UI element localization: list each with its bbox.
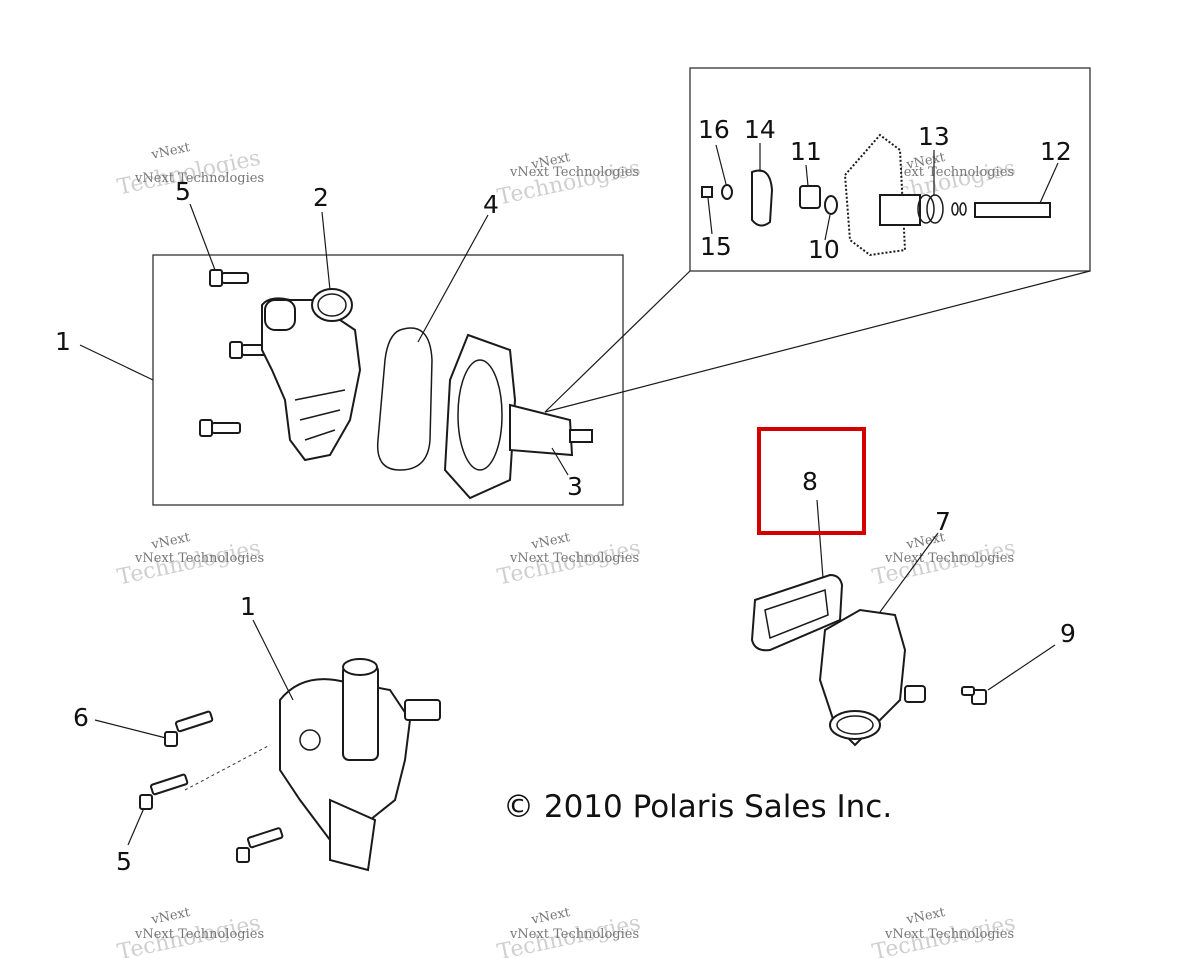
- bolt-icon: [164, 710, 214, 747]
- thermostat-housing: [818, 608, 926, 747]
- highlight-box: [757, 427, 866, 535]
- bolt-icon: [139, 773, 189, 810]
- callout-label: 5: [116, 847, 132, 876]
- watermark-text: vNext: [149, 140, 192, 163]
- watermark-text: vNext Technologies: [884, 551, 1014, 566]
- leader-line: [94, 719, 167, 739]
- gasket: [750, 573, 844, 652]
- watermark: Technologies vNext: [870, 905, 1018, 958]
- assembly-guide-line: [184, 744, 271, 791]
- leader-line: [987, 644, 1056, 691]
- watermark-text: vNext: [149, 905, 192, 928]
- callout-label: 8: [802, 467, 818, 496]
- leader-line: [321, 211, 331, 291]
- callout-label: 5: [175, 177, 191, 206]
- callout-label: 1: [240, 592, 256, 621]
- watermark-text: vNext Technologies: [884, 927, 1014, 942]
- callout-label: 2: [313, 183, 329, 212]
- watermark-text: vNext Technologies: [134, 927, 264, 942]
- watermark: Technologies vNext: [495, 905, 643, 958]
- watermark-text: vNext: [149, 530, 192, 553]
- leader-line: [127, 807, 145, 846]
- watermark-text: vNext Technologies: [509, 165, 639, 180]
- leader-line: [79, 344, 154, 381]
- bolt-icon: [236, 827, 284, 863]
- o-ring: [376, 327, 433, 471]
- pump-housing: [261, 288, 362, 462]
- callout-label: 6: [73, 703, 89, 732]
- callout-label: 12: [1040, 137, 1072, 166]
- callout-label: 1: [55, 327, 71, 356]
- bolt-icon: [199, 419, 241, 437]
- watermark-text: vNext Technologies: [509, 551, 639, 566]
- watermark-text: vNext: [529, 905, 572, 928]
- callout-label: 15: [700, 232, 732, 261]
- callout-label: 4: [483, 190, 499, 219]
- inset-parts: [701, 133, 1059, 257]
- leader-line: [417, 214, 489, 343]
- gasket-inner-edge: [764, 588, 829, 640]
- leader-line: [189, 203, 216, 271]
- watermark-text: vNext Technologies: [509, 927, 639, 942]
- pump-cover: [443, 333, 593, 500]
- callout-label: 14: [744, 115, 776, 144]
- callout-label: 16: [698, 115, 730, 144]
- callout-label: 9: [1060, 619, 1076, 648]
- callout-label: 10: [808, 235, 840, 264]
- bolt-icon: [961, 686, 987, 705]
- callout-label: 7: [935, 507, 951, 536]
- leader-line: [551, 447, 569, 476]
- callout-label: 3: [567, 472, 583, 501]
- callout-label: 11: [790, 137, 822, 166]
- watermark-text: vNext Technologies: [134, 551, 264, 566]
- bolt-icon: [209, 269, 249, 287]
- inset-leader-left: [544, 270, 691, 413]
- watermark-text: vNext: [904, 905, 947, 928]
- leader-line: [816, 499, 824, 579]
- leader-line: [252, 619, 294, 701]
- watermark-text: vNext: [529, 530, 572, 553]
- inset-detail-box: [689, 67, 1091, 272]
- copyright-notice: © 2010 Polaris Sales Inc.: [503, 789, 892, 825]
- watermark-text: vNext Technologies: [884, 165, 1014, 180]
- watermark: Technologies vNext: [115, 905, 263, 958]
- inset-leader-right: [544, 270, 1091, 413]
- pump-assembly-lower: [279, 658, 441, 872]
- callout-label: 13: [918, 122, 950, 151]
- watermark-text: vNext Technologies: [134, 171, 264, 186]
- leader-line: [879, 532, 939, 613]
